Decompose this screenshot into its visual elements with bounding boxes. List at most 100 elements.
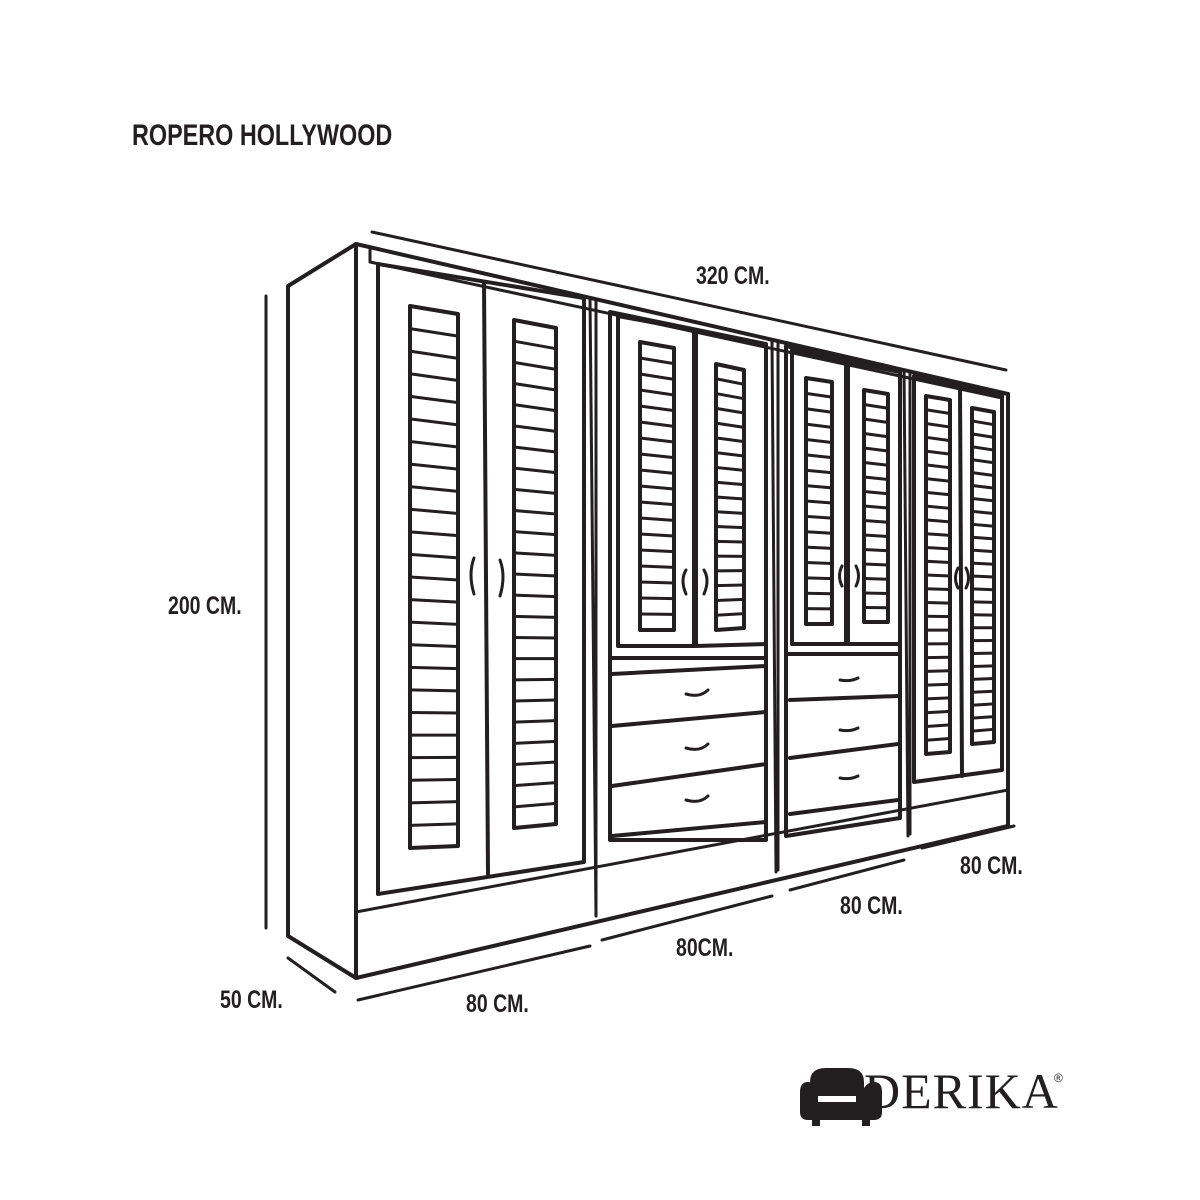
height-label: 200 CM. xyxy=(168,592,242,620)
louver-slat xyxy=(638,564,676,569)
louver-slat xyxy=(512,781,558,788)
module-2-drawer-1-top xyxy=(610,664,768,676)
module-4-right-handle-icon xyxy=(964,566,970,590)
louver-slat xyxy=(512,339,558,351)
louver-slat xyxy=(970,587,996,592)
louver-slat xyxy=(862,562,890,567)
louver-slat xyxy=(638,356,676,366)
louver-slat xyxy=(638,500,676,507)
louver-slat xyxy=(714,495,746,501)
module-2-dimension-line xyxy=(600,894,774,942)
louver-slat xyxy=(512,424,558,433)
module-4 xyxy=(912,374,1004,784)
louver-slat xyxy=(408,507,460,515)
louver-slat xyxy=(970,496,996,503)
louver-slat xyxy=(970,600,996,604)
louver-slat xyxy=(638,532,676,538)
louver-slat xyxy=(804,407,834,414)
louver-slat xyxy=(714,525,746,530)
page-title: ROPERO HOLLYWOOD xyxy=(132,118,392,151)
louver-slat xyxy=(638,516,676,522)
louver-slat xyxy=(924,709,952,715)
louver-slat xyxy=(970,535,996,541)
louver-slat xyxy=(714,451,746,458)
louver-slat xyxy=(970,689,996,694)
module-divider-3 xyxy=(902,368,910,838)
louver-slat xyxy=(804,514,834,520)
module-3-width-label: 80 CM. xyxy=(840,892,903,920)
louver-slat xyxy=(714,510,746,515)
louver-slat xyxy=(638,404,676,413)
louver-slat xyxy=(970,702,996,707)
louver-slat xyxy=(714,406,746,415)
module-2 xyxy=(608,310,768,842)
module-3-left-louver-panel xyxy=(804,376,834,626)
louver-slat xyxy=(408,822,460,827)
louver-slat xyxy=(924,463,952,470)
louver-slat xyxy=(970,561,996,566)
louver-slat xyxy=(924,422,952,429)
louver-slat xyxy=(512,530,558,537)
louver-slat xyxy=(512,698,558,703)
louver-slat xyxy=(804,561,834,565)
louver-slat xyxy=(804,484,834,490)
module-3-right-handle-icon xyxy=(854,564,860,588)
louver-slat xyxy=(924,545,952,551)
louver-slat xyxy=(970,677,996,681)
louver-slat xyxy=(862,432,890,439)
louver-slat xyxy=(970,715,996,720)
louver-slat xyxy=(408,643,460,648)
louver-slat xyxy=(970,445,996,452)
module-4-width-label: 80 CM. xyxy=(960,852,1023,880)
louver-slat xyxy=(924,587,952,592)
louver-slat xyxy=(862,417,890,424)
louver-slat xyxy=(408,598,460,604)
louver-slat xyxy=(924,408,952,416)
module-divider-2 xyxy=(770,338,778,874)
louver-slat xyxy=(970,471,996,477)
module-4-right-louver-panel xyxy=(970,406,996,746)
louver-slat xyxy=(408,394,460,405)
module-2-drawer-2-handle-icon xyxy=(684,742,710,751)
module-2-louver-slats xyxy=(638,356,746,617)
louver-slat xyxy=(408,575,460,582)
module-3-frame xyxy=(784,344,902,838)
louver-slat xyxy=(408,485,460,493)
louver-slat xyxy=(638,580,676,585)
louver-slat xyxy=(804,499,834,505)
module-2-drawer-3-handle-icon xyxy=(684,794,710,803)
front-top-trim xyxy=(368,248,1004,400)
module-1-door-split xyxy=(482,280,490,876)
registered-mark: ® xyxy=(1054,1071,1063,1085)
louver-slat xyxy=(638,420,676,428)
module-3-drawer-1-handle-icon xyxy=(838,676,860,683)
module-3-drawer-2-handle-icon xyxy=(838,726,860,733)
louver-slat xyxy=(512,382,558,392)
louver-slat xyxy=(714,539,746,544)
module-2-width-label: 80CM. xyxy=(676,934,733,962)
louver-slat xyxy=(512,403,558,413)
louver-slat xyxy=(804,422,834,429)
louver-slat xyxy=(512,572,558,578)
louver-slat xyxy=(512,636,558,640)
louver-slat xyxy=(408,665,460,671)
module-1-width-label: 80 CM. xyxy=(466,990,529,1018)
louver-slat xyxy=(714,465,746,472)
module-4-left-handle-icon xyxy=(954,566,960,590)
module-4-door-frame xyxy=(912,374,1004,784)
module-1-left-handle-icon xyxy=(469,556,476,596)
louver-slat xyxy=(924,573,952,578)
louver-slat xyxy=(408,800,460,805)
louver-slat xyxy=(924,723,952,728)
louver-slat xyxy=(924,477,952,483)
dimension-lines xyxy=(264,230,1016,1002)
module-2-left-handle-icon xyxy=(681,568,688,596)
louver-slat xyxy=(638,548,676,554)
louver-slat xyxy=(638,452,676,460)
louver-slat xyxy=(408,620,460,626)
bottom-edge xyxy=(354,824,1010,980)
module-1-louver-slats xyxy=(408,327,558,827)
module-2-left-door xyxy=(616,314,696,648)
louver-slat xyxy=(512,719,558,724)
louver-slat xyxy=(408,552,460,560)
